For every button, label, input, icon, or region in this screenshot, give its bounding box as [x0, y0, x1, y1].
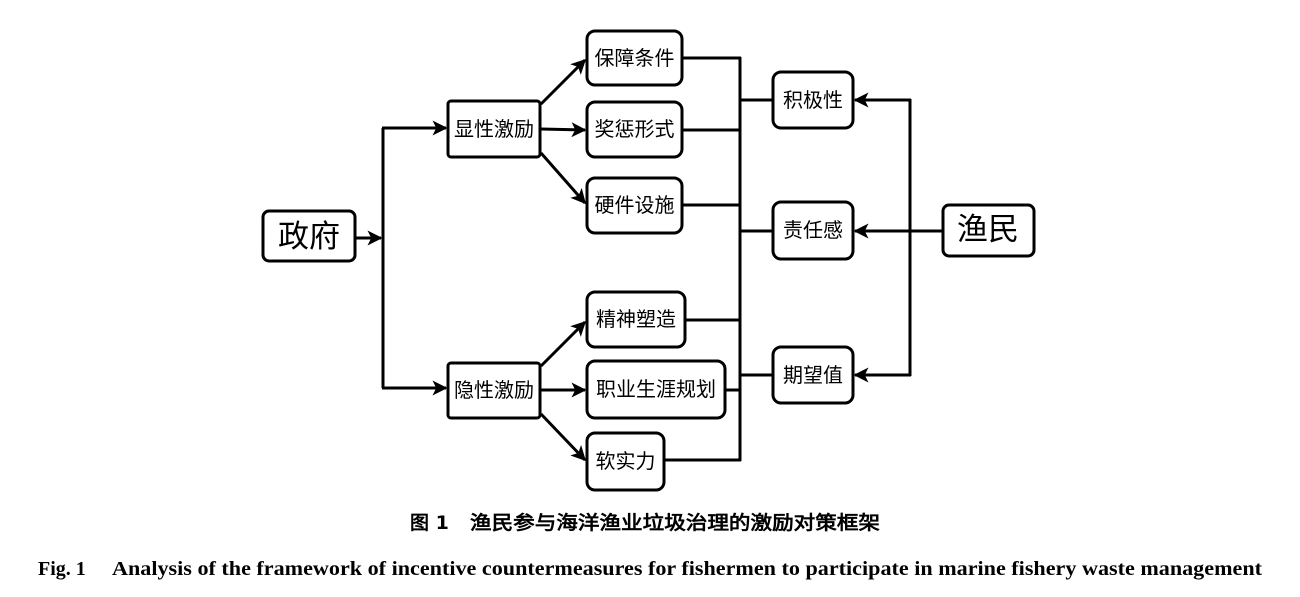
node-label-soft-power: 软实力	[596, 449, 656, 473]
node-box	[446, 99, 542, 159]
node-label-reward-punishment-form: 奖惩形式	[595, 117, 675, 141]
node-enthusiasm: 积极性	[771, 70, 855, 130]
node-box	[941, 203, 1036, 258]
arrow-implicit-to-soft-power	[539, 412, 587, 462]
node-label-career-planning: 职业生涯规划	[596, 377, 716, 401]
caption-en-label: Fig. 1	[38, 558, 86, 580]
node-box	[585, 100, 684, 159]
node-spirit-shaping: 精神塑造	[585, 290, 687, 349]
arrow-explicit-to-hardware-facilities	[539, 152, 587, 205]
node-label-implicit-incentive: 隐性激励	[454, 378, 534, 402]
arrow-explicit-to-guarantee-conditions	[539, 58, 587, 106]
node-label-enthusiasm: 积极性	[783, 88, 843, 112]
node-box	[771, 70, 855, 130]
caption-zh-label: 图 1	[410, 512, 449, 534]
node-label-spirit-shaping: 精神塑造	[596, 307, 676, 331]
node-box	[771, 200, 855, 261]
node-guarantee-conditions: 保障条件	[585, 29, 684, 87]
node-box	[585, 176, 684, 235]
node-government: 政府	[261, 209, 357, 263]
node-fishermen: 渔民	[941, 203, 1036, 258]
arrow-implicit-to-spirit-shaping	[539, 320, 587, 368]
connectors-government-side	[355, 58, 587, 462]
node-box	[261, 209, 357, 263]
node-label-expectation: 期望值	[783, 363, 843, 387]
node-career-planning: 职业生涯规划	[585, 359, 727, 420]
figure-caption: 图 1 渔民参与海洋渔业垃圾治理的激励对策框架 Fig. 1 Analysis …	[38, 511, 1262, 580]
node-box	[446, 361, 542, 420]
node-label-fishermen: 渔民	[957, 212, 1019, 248]
node-reward-punishment-form: 奖惩形式	[585, 100, 684, 159]
node-box	[585, 290, 687, 349]
node-implicit-incentive: 隐性激励	[446, 361, 542, 420]
node-label-guarantee-conditions: 保障条件	[595, 46, 675, 70]
node-hardware-facilities: 硬件设施	[585, 176, 684, 235]
caption-en-title: Analysis of the framework of incentive c…	[112, 558, 1262, 580]
node-label-sense-of-responsibility: 责任感	[783, 218, 843, 242]
node-box	[585, 431, 666, 492]
node-label-government: 政府	[278, 219, 340, 255]
node-soft-power: 软实力	[585, 431, 666, 492]
arrow-explicit-to-reward-punishment	[540, 122, 587, 138]
node-box	[585, 29, 684, 87]
connectors-collector	[664, 56, 773, 462]
node-label-explicit-incentive: 显性激励	[454, 117, 534, 141]
caption-zh-title: 渔民参与海洋渔业垃圾治理的激励对策框架	[470, 511, 880, 534]
node-box	[585, 359, 727, 420]
node-label-hardware-facilities: 硬件设施	[595, 193, 675, 217]
node-explicit-incentive: 显性激励	[446, 99, 542, 159]
node-box	[771, 345, 855, 405]
connectors-fishermen-side	[853, 92, 943, 383]
node-sense-of-responsibility: 责任感	[771, 200, 855, 261]
node-expectation: 期望值	[771, 345, 855, 405]
